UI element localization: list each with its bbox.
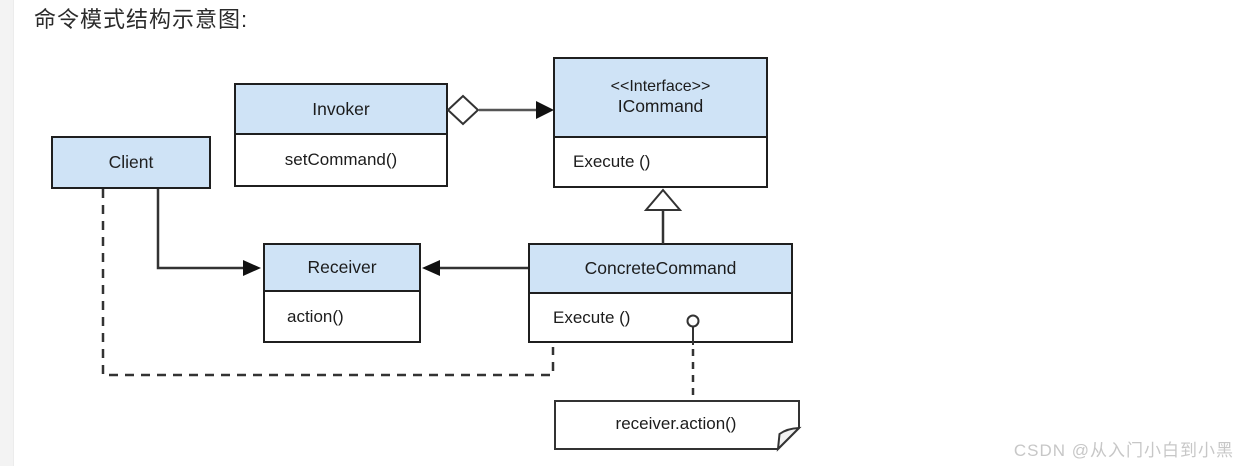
class-box-icommand: <<Interface>> ICommand Execute () (553, 57, 768, 188)
concrete-receiver-arrowhead (422, 260, 440, 276)
class-icommand-name: ICommand (617, 96, 704, 116)
class-receiver-name: Receiver (265, 245, 419, 292)
class-receiver-member: action() (265, 292, 419, 341)
left-gutter (0, 0, 14, 466)
class-client-name: Client (53, 138, 209, 187)
class-box-invoker: Invoker setCommand() (234, 83, 448, 187)
class-icommand-header: <<Interface>> ICommand (555, 59, 766, 138)
class-box-client: Client (51, 136, 211, 189)
class-concrete-command-member: Execute () (530, 294, 791, 341)
class-invoker-member: setCommand() (236, 135, 446, 185)
class-box-concrete-command: ConcreteCommand Execute () (528, 243, 793, 343)
client-receiver-arrowhead (243, 260, 261, 276)
class-icommand-member: Execute () (555, 138, 766, 186)
page-title: 命令模式结构示意图: (34, 7, 249, 32)
class-invoker-name: Invoker (236, 85, 446, 135)
realization-triangle (643, 188, 683, 211)
class-box-receiver: Receiver action() (263, 243, 421, 343)
note-text: receiver.action() (615, 414, 737, 433)
aggregation-arrowhead (536, 101, 554, 119)
watermark: CSDN @从入门小白到小黑 (1013, 441, 1234, 460)
client-receiver-line (156, 189, 245, 270)
class-icommand-stereotype: <<Interface>> (610, 78, 711, 95)
class-concrete-command-name: ConcreteCommand (530, 245, 791, 294)
aggregation-diamond (446, 94, 480, 126)
